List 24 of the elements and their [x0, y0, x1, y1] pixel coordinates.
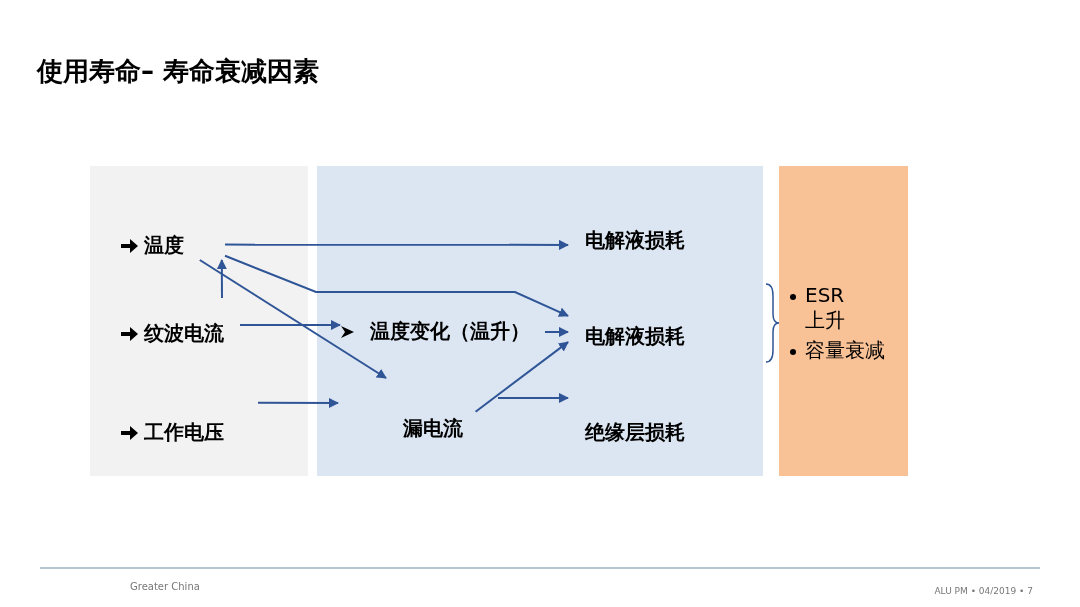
footer-text: ALU PM • 04/2019 • 7 — [934, 585, 1033, 597]
arrow — [224, 254, 569, 317]
arrow — [544, 326, 569, 337]
list-item: ESR 上升 — [805, 283, 846, 333]
node-label: 工作电压 — [144, 419, 224, 445]
arrow — [257, 398, 339, 408]
node-label: 温度 — [144, 232, 184, 258]
node-label: 电解液损耗 — [585, 323, 685, 349]
node-label: 漏电流 — [403, 415, 463, 441]
arrow — [198, 259, 387, 379]
footer-text: Greater China — [130, 580, 200, 594]
list-item: 容量衰减 — [805, 338, 886, 363]
arrow — [239, 320, 341, 330]
node-label: 电解液损耗 — [585, 227, 685, 253]
arrow — [474, 341, 569, 413]
arrow — [224, 239, 569, 250]
node-label: 温度变化（温升） — [370, 318, 530, 344]
panel-background — [90, 166, 308, 476]
node-label: 绝缘层损耗 — [585, 419, 685, 445]
slide-title: 使用寿命– 寿命衰减因素 — [37, 55, 320, 87]
arrow — [216, 259, 227, 299]
node-label: 纹波电流 — [144, 320, 224, 346]
arrow — [497, 392, 569, 403]
panel-background — [317, 166, 763, 476]
